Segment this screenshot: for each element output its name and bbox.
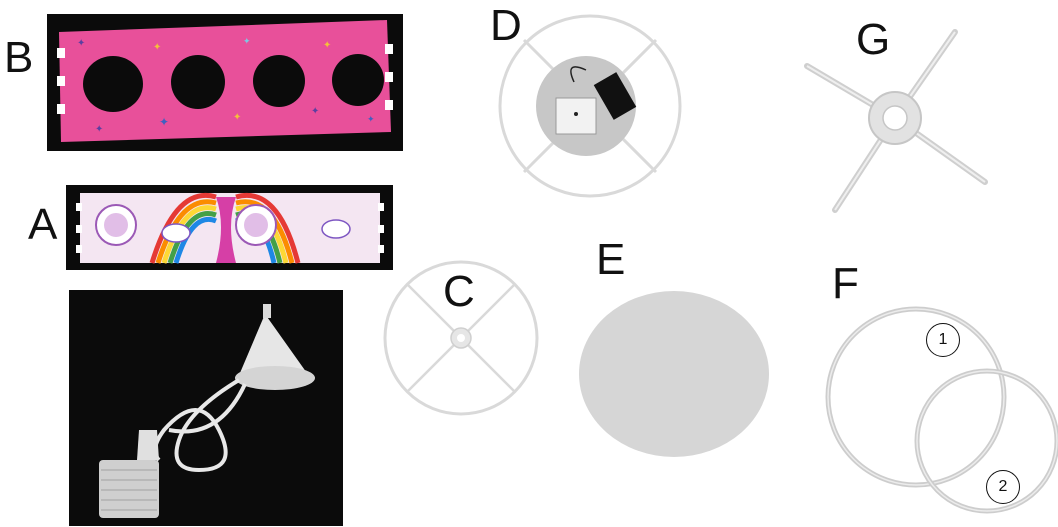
disc-e-graphic [579, 291, 769, 457]
label-e: E [596, 235, 626, 284]
svg-text:✦: ✦ [367, 114, 375, 124]
frame-d-graphic [498, 14, 682, 198]
label-d: D [490, 1, 522, 50]
svg-text:✦: ✦ [153, 42, 161, 53]
label-c: C [443, 267, 475, 316]
pendant-cord-graphic [69, 290, 343, 526]
frame-c [381, 258, 541, 418]
rings-f [822, 305, 1058, 523]
svg-text:✦: ✦ [95, 124, 103, 135]
disc-e [578, 290, 770, 458]
bracket-g-graphic [804, 29, 988, 213]
svg-text:✦: ✦ [243, 36, 251, 46]
svg-text:✦: ✦ [77, 38, 85, 49]
svg-text:✦: ✦ [233, 112, 241, 123]
svg-text:✦: ✦ [159, 115, 169, 129]
label-f: F [832, 259, 859, 308]
ring-number-2: 2 [986, 470, 1020, 504]
rings-f-graphic [825, 306, 1058, 514]
label-a: A [28, 200, 58, 249]
panel-a [66, 185, 393, 270]
label-b: B [4, 33, 34, 82]
svg-text:✦: ✦ [311, 106, 319, 117]
ring-number-1: 1 [926, 323, 960, 357]
panel-a-graphic [66, 185, 393, 270]
frame-c-graphic [383, 260, 539, 416]
svg-text:✦: ✦ [323, 40, 331, 51]
pendant-cord-photo [69, 290, 343, 526]
label-g: G [856, 15, 891, 64]
panel-b: ✦ ✦ ✦ ✦ ✦ ✦ ✦ ✦ ✦ [47, 14, 403, 151]
bracket-g [795, 18, 995, 218]
panel-b-graphic: ✦ ✦ ✦ ✦ ✦ ✦ ✦ ✦ ✦ [47, 14, 403, 151]
frame-d [494, 10, 686, 202]
